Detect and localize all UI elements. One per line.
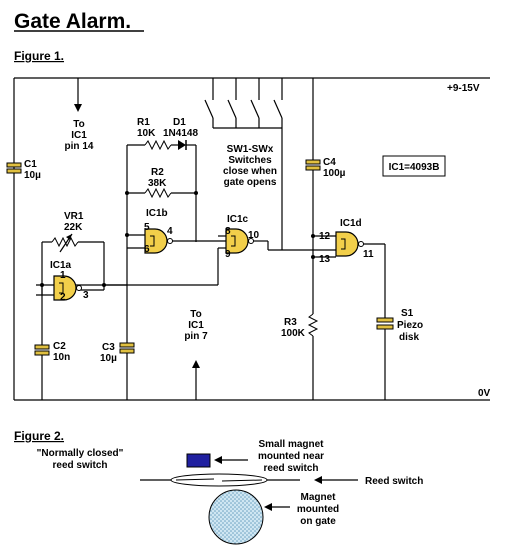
gate-magnet-arrow: [264, 503, 290, 511]
switches-line3: close when: [223, 166, 277, 177]
ic1b-pin4: 4: [167, 226, 173, 237]
gate-magnet: [208, 489, 264, 545]
ic1a-pin1: 1: [60, 270, 66, 281]
vr1-value: 22K: [64, 222, 83, 233]
page-title: Gate Alarm.: [14, 10, 131, 33]
vr1-name: VR1: [64, 211, 84, 222]
supply-positive-label: +9-15V: [447, 83, 480, 94]
to-pin7-line1: To: [190, 309, 201, 320]
ic-type-box: [382, 155, 446, 177]
figure2-label: Figure 2.: [14, 429, 64, 443]
ic1b-pin6: 6: [144, 244, 150, 255]
gate-ic1a: [53, 275, 82, 301]
ic-type-label: IC1=4093B: [389, 162, 440, 173]
c2-name: C2: [53, 341, 66, 352]
ic1-pin14-arrow: [74, 78, 82, 112]
r2-value: 38K: [148, 178, 167, 189]
small-magnet-arrow: [214, 456, 248, 464]
gate-magnet-line2: mounted: [297, 504, 339, 515]
r1-name: R1: [137, 117, 150, 128]
r2-name: R2: [151, 167, 164, 178]
c1-name: C1: [24, 159, 37, 170]
r1-value: 10K: [137, 128, 156, 139]
reed-switch: [140, 473, 300, 487]
gate-ic1c: [225, 228, 336, 254]
ic1c-pin10: 10: [248, 230, 260, 241]
wires-misc: [104, 234, 336, 286]
switches-line4: gate opens: [224, 177, 277, 188]
ic1c-pin8: 8: [225, 226, 231, 237]
nc-reed-line1: "Normally closed": [37, 448, 124, 459]
ic1b-name: IC1b: [146, 208, 168, 219]
power-rails: [13, 77, 490, 401]
ic1b-pin5: 5: [144, 222, 150, 233]
s1-name: S1: [401, 308, 414, 319]
switch-bank: [204, 78, 283, 250]
capacitor-c1: [6, 162, 22, 174]
ic1c-name: IC1c: [227, 214, 249, 225]
s1-line2: Piezo: [397, 320, 423, 331]
c3-name: C3: [102, 342, 115, 353]
small-magnet-line3: reed switch: [263, 463, 318, 474]
gate-ic1b: [144, 228, 226, 254]
c4-name: C4: [323, 157, 336, 168]
ic1a-pin3: 3: [83, 290, 89, 301]
to-pin14-line1: To: [73, 119, 84, 130]
figure1-label: Figure 1.: [14, 49, 64, 63]
ic1-pin7-arrow: [192, 360, 200, 400]
resistor-r3: [307, 313, 319, 400]
s1-line3: disk: [399, 332, 419, 343]
piezo-s1: [376, 317, 394, 400]
switches-line2: Switches: [228, 155, 272, 166]
ic1d-pin12: 12: [319, 231, 331, 242]
capacitor-c2: [34, 344, 50, 356]
ic1d-pin11: 11: [363, 249, 374, 260]
capacitor-c4: [305, 78, 321, 314]
nc-reed-line2: reed switch: [52, 460, 107, 471]
gate-ic1d: [335, 231, 386, 318]
c1-value: 10µ: [24, 170, 41, 181]
switches-line1: SW1-SWx: [227, 144, 274, 155]
c3-value: 10µ: [100, 353, 117, 364]
to-pin14-line2: IC1: [71, 130, 87, 141]
feedback-network: [72, 139, 197, 300]
capacitor-c3: [119, 300, 135, 400]
to-pin14-line3: pin 14: [65, 141, 94, 152]
to-pin7-line3: pin 7: [184, 331, 208, 342]
c2-value: 10n: [53, 352, 70, 363]
gate-magnet-line1: Magnet: [301, 492, 337, 503]
ic1d-pin13: 13: [319, 254, 331, 265]
gate-magnet-line3: on gate: [300, 516, 336, 527]
oscillator-section: [36, 191, 198, 400]
d1-name: D1: [173, 117, 186, 128]
ic1d-name: IC1d: [340, 218, 362, 229]
c4-value: 100µ: [323, 168, 346, 179]
d1-value: 1N4148: [163, 128, 198, 139]
ic1a-pin2: 2: [60, 292, 66, 303]
small-magnet-line2: mounted near: [258, 451, 324, 462]
supply-ground-label: 0V: [478, 388, 491, 399]
r3-name: R3: [284, 317, 297, 328]
reed-switch-arrow: [314, 476, 358, 484]
reed-switch-label: Reed switch: [365, 476, 423, 487]
r3-value: 100K: [281, 328, 306, 339]
small-magnet: [186, 453, 211, 468]
to-pin7-line2: IC1: [188, 320, 204, 331]
ic1c-pin9: 9: [225, 249, 231, 260]
small-magnet-line1: Small magnet: [258, 439, 324, 450]
ic1a-name: IC1a: [50, 260, 72, 271]
